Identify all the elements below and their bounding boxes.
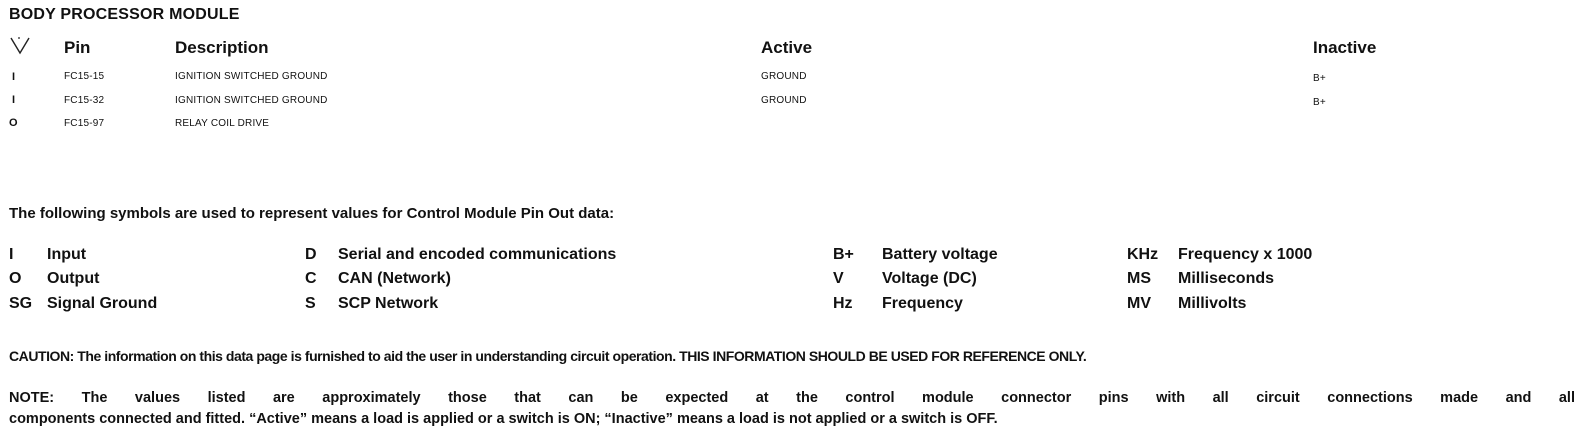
- legend-label: Milliseconds: [1178, 270, 1275, 287]
- row-description: RELAY COIL DRIVE: [175, 118, 270, 129]
- row-pin: FC15-32: [64, 95, 105, 106]
- legend-symbol: Hz: [833, 295, 853, 312]
- row-inactive: B+: [1313, 73, 1326, 84]
- row-direction: I: [12, 94, 16, 106]
- legend-label: Signal Ground: [47, 295, 158, 312]
- legend-symbol: S: [305, 295, 316, 312]
- legend-symbol: C: [305, 270, 317, 287]
- row-description: IGNITION SWITCHED GROUND: [175, 71, 328, 82]
- legend-label: Millivolts: [1178, 295, 1247, 312]
- header-active: Active: [761, 38, 813, 57]
- row-direction: O: [9, 117, 18, 129]
- legend-symbol: I: [9, 246, 14, 263]
- row-active: GROUND: [761, 71, 807, 82]
- triangle-down-icon: [9, 35, 31, 61]
- legend-label: Frequency: [882, 295, 963, 312]
- page-title: BODY PROCESSOR MODULE: [9, 6, 240, 23]
- row-description: IGNITION SWITCHED GROUND: [175, 95, 328, 106]
- legend-label: Output: [47, 270, 100, 287]
- row-inactive: B+: [1313, 97, 1326, 108]
- note-line-2: components connected and fitted. “Active…: [9, 411, 998, 427]
- caution-text: CAUTION: The information on this data pa…: [9, 348, 1087, 364]
- legend-label: CAN (Network): [338, 270, 451, 287]
- legend-symbol: V: [833, 270, 844, 287]
- legend-symbol: SG: [9, 295, 33, 312]
- note-line-1: NOTE: The values listed are approximatel…: [9, 390, 1575, 406]
- legend-symbol: MS: [1127, 270, 1151, 287]
- row-direction: I: [12, 71, 16, 83]
- legend-label: Input: [47, 246, 87, 263]
- legend-symbol: KHz: [1127, 246, 1159, 263]
- header-pin: Pin: [64, 38, 91, 57]
- legend-label: Voltage (DC): [882, 270, 977, 287]
- header-inactive: Inactive: [1313, 38, 1377, 57]
- legend-label: Frequency x 1000: [1178, 246, 1313, 263]
- legend-symbol: O: [9, 270, 22, 287]
- header-description: Description: [175, 38, 269, 57]
- legend-label: Battery voltage: [882, 246, 998, 263]
- legend-symbol: D: [305, 246, 317, 263]
- legend-symbol: B+: [833, 246, 854, 263]
- legend-symbol: MV: [1127, 295, 1151, 312]
- row-pin: FC15-97: [64, 118, 105, 129]
- legend-intro: The following symbols are used to repres…: [9, 205, 615, 222]
- row-active: GROUND: [761, 95, 807, 106]
- row-pin: FC15-15: [64, 71, 105, 82]
- note-text: NOTE: The values listed are approximatel…: [9, 388, 1575, 430]
- legend-label: SCP Network: [338, 295, 439, 312]
- legend-label: Serial and encoded communications: [338, 246, 617, 263]
